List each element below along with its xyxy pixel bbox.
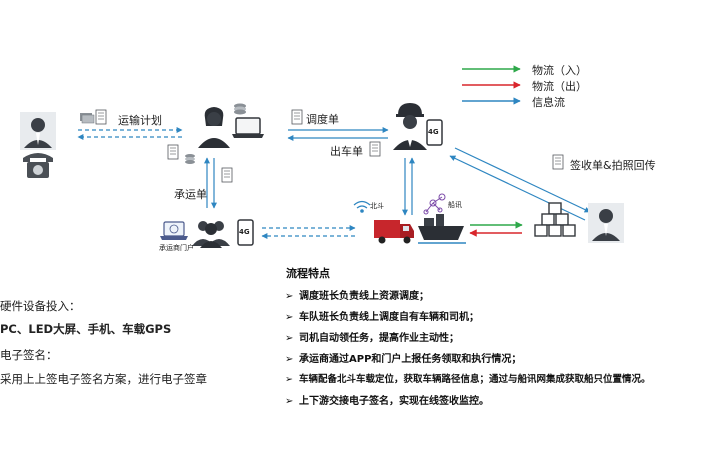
feature-item: ➢上下游交接电子签名，实现在线签收监控。 <box>285 396 489 407</box>
document-icon <box>221 167 233 183</box>
person-icon <box>588 203 624 243</box>
esign-heading: 电子签名： <box>0 348 58 362</box>
edge-label-receipt: 签收单&拍照回传 <box>570 159 656 172</box>
feature-item: ➢调度班长负责线上资源调度； <box>285 291 429 302</box>
features-title: 流程特点 <box>286 267 330 280</box>
edge-label-vehicle-out: 出车单 <box>330 145 363 158</box>
feature-item: ➢承运商通过APP和门户上报任务领取和执行情况； <box>285 354 522 365</box>
person-icon <box>20 112 56 150</box>
telephone-icon <box>23 153 53 178</box>
esign-detail: 采用上上签电子签名方案，进行电子签章 <box>0 372 207 386</box>
ship-icon <box>418 214 466 244</box>
hardware-list: PC、LED大屏、手机、车载GPS <box>0 322 172 336</box>
cash-icon <box>234 103 246 115</box>
edge-receipt-down <box>454 147 591 213</box>
beidou-label: 北斗 <box>370 202 384 210</box>
document-icon <box>95 109 107 125</box>
document-icon <box>552 154 564 170</box>
laptop-icon <box>232 117 264 138</box>
edge-label-transport-plan: 运输计划 <box>118 114 162 127</box>
shipnet-label: 船讯 <box>448 201 462 209</box>
badge-4g-worker: 4G <box>428 128 439 136</box>
worker-icon <box>393 103 427 150</box>
feature-item: ➢司机自动领任务，提高作业主动性； <box>285 333 459 344</box>
bullet-arrow-icon: ➢ <box>285 374 293 385</box>
badge-4g-carrier: 4G <box>239 228 250 236</box>
boxes-icon <box>534 202 576 237</box>
phone-4g-icon <box>426 119 443 146</box>
bullet-arrow-icon: ➢ <box>285 291 294 302</box>
bullet-arrow-icon: ➢ <box>285 333 294 344</box>
bullet-arrow-icon: ➢ <box>285 396 294 407</box>
phone-4g-icon <box>237 219 254 246</box>
feature-item: ➢车辆配备北斗车载定位，获取车辆路径信息；通过与船讯网集成获取船只位置情况。 <box>285 374 651 385</box>
legend-outbound-label: 物流（出） <box>532 80 587 93</box>
cash-icon <box>185 154 195 164</box>
wifi-icon <box>353 200 371 213</box>
legend-info-label: 信息流 <box>532 96 565 109</box>
carrier-portal-label: 承运商门户 <box>159 244 194 252</box>
truck-icon <box>374 220 414 244</box>
group-icon <box>192 221 230 248</box>
edge-receipt-up <box>449 155 586 221</box>
network-icon <box>423 193 446 215</box>
cash-icon <box>80 113 95 124</box>
edge-label-dispatch-order: 调度单 <box>306 113 339 126</box>
feature-item: ➢车队班长负责线上调度自有车辆和司机； <box>285 312 479 323</box>
document-icon <box>167 144 179 160</box>
laptop-icon <box>160 221 188 240</box>
bullet-arrow-icon: ➢ <box>285 312 294 323</box>
document-icon <box>291 109 303 125</box>
manager-icon <box>198 107 230 148</box>
bullet-arrow-icon: ➢ <box>285 354 294 365</box>
hardware-heading: 硬件设备投入： <box>0 299 81 313</box>
edge-label-carrier-order: 承运单 <box>174 188 207 201</box>
legend-inbound-label: 物流（入） <box>532 64 587 77</box>
document-icon <box>369 141 381 157</box>
